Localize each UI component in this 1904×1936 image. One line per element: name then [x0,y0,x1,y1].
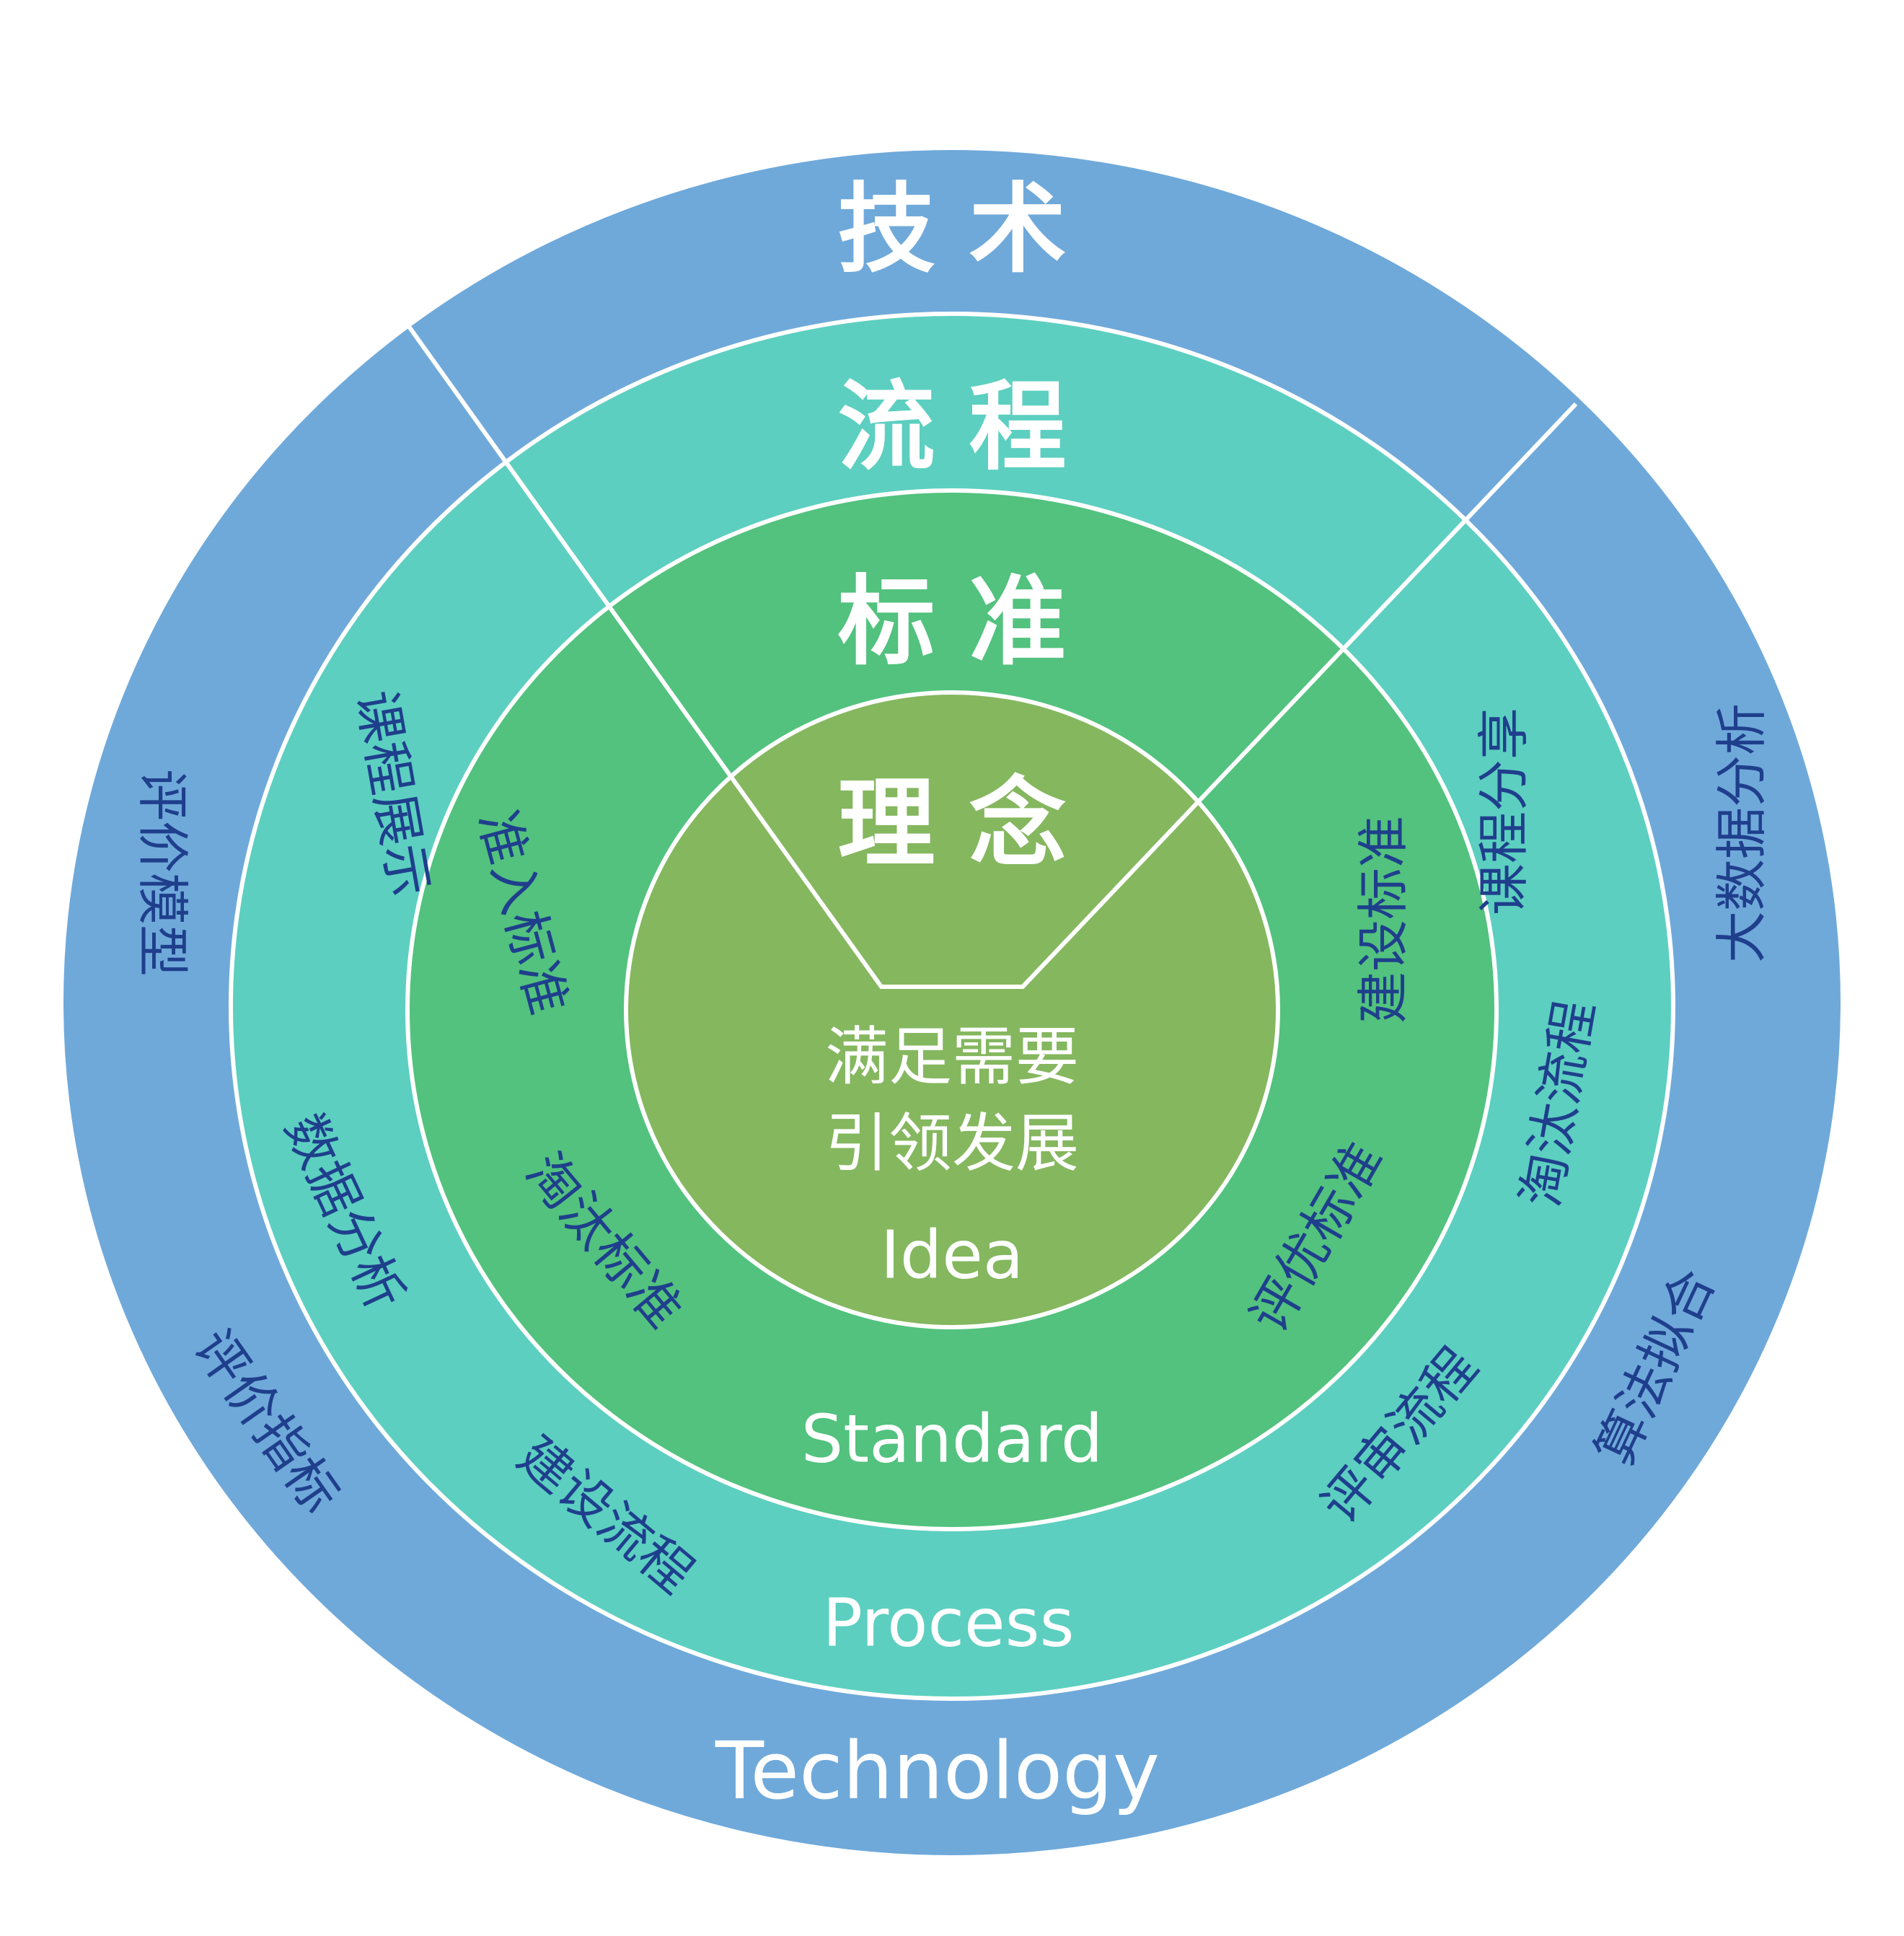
idea-line-1: 满足需要 [825,1020,1079,1094]
idea-line-2: 引领发展 [825,1106,1079,1181]
idea-english: Idea [881,1217,1024,1294]
technology-title: 技 术 [838,173,1067,286]
idea-core [624,690,1280,1329]
technology-left-item-1: 评价模型 [132,769,193,977]
technology-right-item-1: 大数据分析 [1711,703,1772,963]
standard-right-item-1: 建设标准 [1353,816,1414,1024]
standard-english: Standard [801,1401,1103,1478]
process-english: Process [823,1585,1075,1662]
technology-english: Technology [715,1725,1160,1817]
sector-divider [405,323,1578,989]
process-title: 流 程 [838,371,1067,484]
standard-title: 标 准 [838,566,1067,679]
process-right-item-1: 课程分享 [1473,708,1534,915]
idea-title: 理 念 [838,767,1067,881]
